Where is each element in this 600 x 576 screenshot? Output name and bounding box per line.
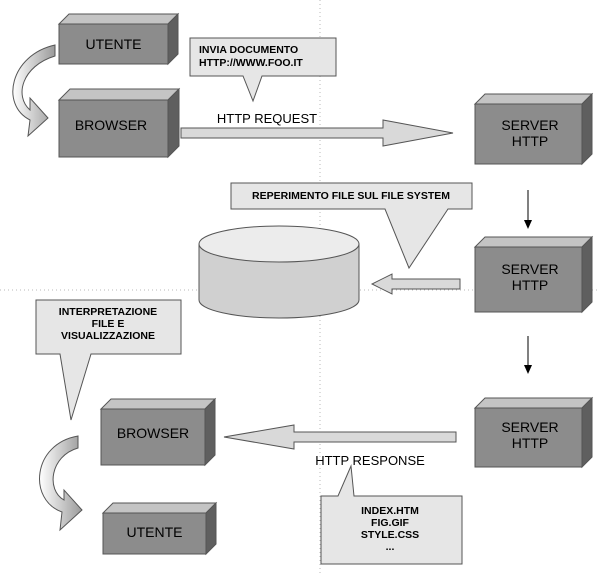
box-label: BROWSER [117,425,189,441]
box-browser-top: BROWSER [57,87,181,159]
callout-line: REPERIMENTO FILE SUL FILE SYSTEM [252,190,450,202]
request-arrow [180,119,454,147]
curved-arrow-bottom [39,435,83,532]
callout-invia-documento: INVIA DOCUMENTO HTTP://WWW.FOO.IT [189,37,337,103]
response-arrow [223,424,457,450]
callout-reperimento: REPERIMENTO FILE SUL FILE SYSTEM [230,182,473,270]
callout-line: INVIA DOCUMENTO [199,44,298,56]
box-label: HTTP [512,277,549,293]
box-label: UTENTE [127,524,183,540]
retrieve-arrow [370,273,461,295]
callout-line: FILE E [92,318,125,330]
callout-line: HTTP://WWW.FOO.IT [199,57,303,69]
box-label: HTTP [512,133,549,149]
box-browser-bottom: BROWSER [99,397,217,467]
curved-arrow-top [12,44,56,138]
box-label: UTENTE [86,36,142,52]
callout-files: INDEX.HTM FIG.GIF STYLE.CSS ... [320,464,463,565]
callout-line: INTERPRETAZIONE [59,306,157,318]
callout-line: FIG.GIF [371,517,410,529]
box-server-2: SERVER HTTP [473,235,594,314]
box-utente-bottom: UTENTE [101,501,218,556]
box-label: HTTP [512,435,549,451]
box-utente-top: UTENTE [57,12,180,66]
box-label: BROWSER [75,117,147,133]
box-server-1: SERVER HTTP [473,92,594,166]
down-arrow-1 [524,190,532,229]
box-label: SERVER [501,419,558,435]
request-label: HTTP REQUEST [217,111,317,126]
callout-interpretazione: INTERPRETAZIONE FILE E VISUALIZZAZIONE [35,299,182,421]
callout-line: INDEX.HTM [361,505,419,517]
response-label: HTTP RESPONSE [315,453,425,468]
callout-line: STYLE.CSS [361,529,419,541]
callout-line: VISUALIZZAZIONE [61,330,155,342]
callout-line: ... [386,541,395,553]
down-arrow-2 [524,336,532,374]
box-server-3: SERVER HTTP [473,396,594,469]
box-label: SERVER [501,117,558,133]
database-cylinder [198,225,360,319]
box-label: SERVER [501,261,558,277]
